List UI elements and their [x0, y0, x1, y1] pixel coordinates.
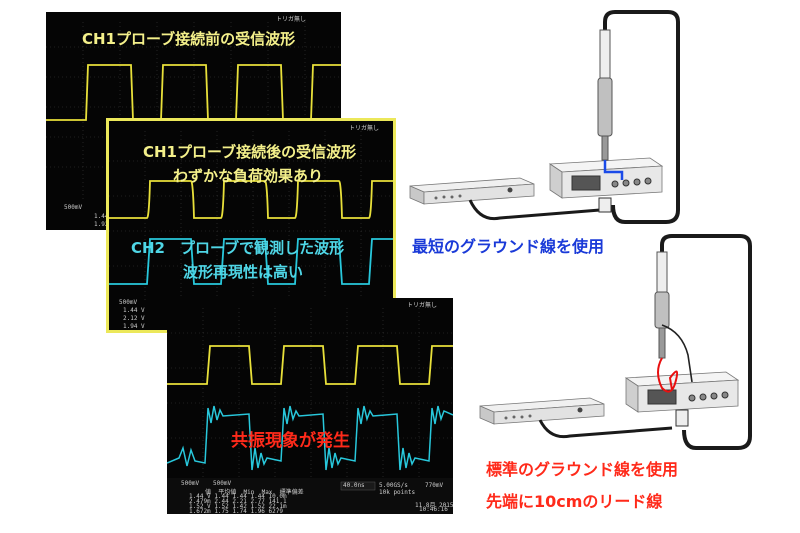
probe-connection-diagram: [409, 10, 752, 450]
signal-generator-top: [409, 177, 535, 205]
scope2-label-fidelity: 波形再現性は高い: [183, 263, 304, 281]
setup-standard-ground: [479, 234, 752, 450]
scope1-menu-label: トリガ無し: [276, 16, 307, 23]
scope3-sample-rate: 5.00GS/s: [379, 482, 408, 489]
scope3-record-points: 10k points: [379, 489, 416, 496]
signal-generator-bottom: [479, 397, 605, 425]
scope3-stats-row-4: 1.672m 1.75 1.74 1.96 6279: [189, 508, 283, 515]
oscilloscope-screen-after-probe: トリガ無し 500mV 1.44 V 2.12 V 1.94 V CH1プローブ…: [106, 118, 396, 333]
ch2-trace-ringing: [167, 405, 453, 471]
short-ground-wire: [603, 160, 624, 180]
scope1-readout-1: 1.44 V: [94, 213, 116, 220]
probe-cable-top: [603, 10, 680, 224]
probe-top: [597, 29, 613, 161]
scope3-stats-row-2: 2.479m 2.44 2.21 2.77 141.1: [189, 498, 287, 505]
scope3-ch2-scale: 500mV: [213, 480, 232, 487]
scope2-ch1-scale: 500mV: [119, 299, 138, 306]
scope2-label-loading: わずかな負荷効果あり: [173, 167, 324, 185]
oscilloscope-screen-resonance: トリガ無し 500mV 500mV 値 平均値 Min Max 標準偏差 1.4…: [167, 298, 454, 515]
ch1-trace-resonance: [167, 345, 453, 385]
scope2-readout-1: 1.44 V: [123, 307, 145, 314]
ch2-trace-probe: [109, 238, 393, 285]
scope2-menu-label: トリガ無し: [349, 125, 380, 132]
scope3-stats-row-3: 1.52 V 1.52 1.42 1.52 22.1m: [189, 503, 287, 510]
scope3-stats-row-1: 1.44 V 1.44 1.44 1.44 10.0m: [189, 493, 287, 500]
test-fixture-top: [548, 157, 664, 199]
standard-ground-lead: [661, 324, 693, 383]
scope3-menu-label: トリガ無し: [407, 302, 438, 309]
caption-short-ground: 最短のグラウンド線を使用: [412, 237, 605, 256]
test-fixture-bottom: [624, 371, 740, 413]
scope3-waveform-area: [167, 308, 453, 514]
probe-bottom: [654, 251, 670, 359]
scope2-label-ch2: CH2 プローブで観測した波形: [131, 239, 345, 257]
scope3-trigger-level: 770mV: [425, 482, 444, 489]
setup-short-ground: [409, 10, 680, 224]
scope3-time: 10:46:16: [419, 506, 448, 513]
scope1-ch1-scale: 500mV: [64, 204, 83, 211]
lead-wire-10cm: [657, 357, 679, 393]
scope2-waveform-area: [109, 131, 393, 301]
scope3-date: 11 8月 2015: [415, 502, 454, 509]
scope1-readout-2: 1.92 V: [94, 221, 116, 228]
scope1-title: CH1プローブ接続前の受信波形: [82, 30, 296, 48]
probe-cable-bottom: [660, 234, 752, 450]
caption-lead-wire: 先端に10cmのリード線: [486, 492, 663, 511]
scope3-ch1-scale: 500mV: [181, 480, 200, 487]
ch1-trace-before: [46, 64, 341, 121]
scope2-readout-2: 2.12 V: [123, 315, 145, 322]
ch1-trace-after: [109, 180, 393, 219]
scope2-readout-3: 1.94 V: [123, 323, 145, 330]
caption-standard-ground: 標準のグラウンド線を使用: [486, 460, 679, 479]
scope3-timebase: 40.0ns: [343, 482, 365, 489]
scope2-label-after: CH1プローブ接続後の受信波形: [143, 143, 357, 161]
scope3-resonance-label: 共振現象が発生: [231, 431, 350, 451]
scope3-stats-header: 値 平均値 Min Max 標準偏差: [205, 489, 304, 496]
